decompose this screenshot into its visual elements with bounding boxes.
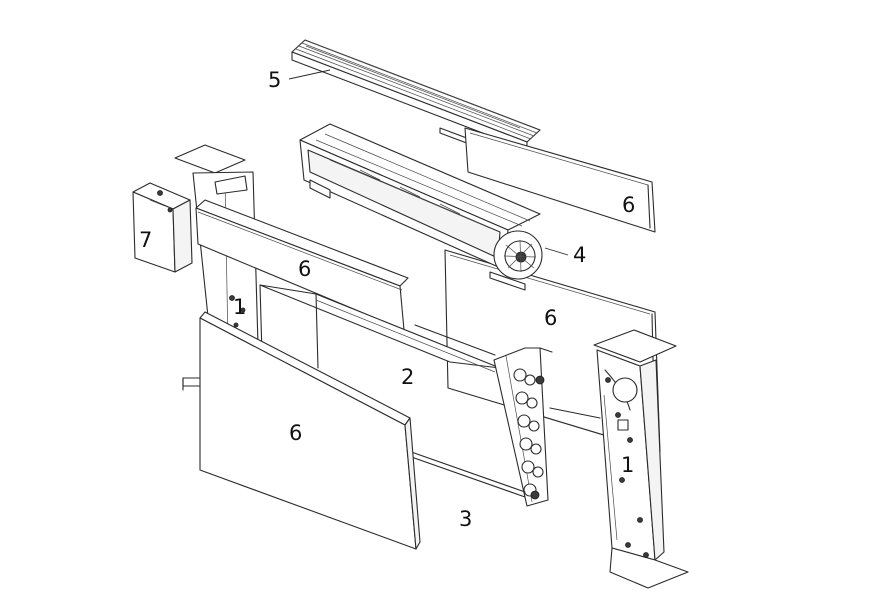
base-bracket-part [182,377,204,391]
front-panel-part [199,311,421,550]
label-6-top-right: 6 [622,193,635,217]
blower-housing-part [299,123,543,291]
label-3: 3 [459,507,472,531]
control-box-part [132,182,193,273]
part-labels: 5 6 4 7 6 1 6 2 6 1 3 [139,68,635,531]
leader-lines [288,69,569,256]
label-6-front-panel: 6 [289,421,302,445]
label-1-left: 1 [233,295,246,319]
coil-part [399,347,601,507]
rear-top-panel-part [464,127,656,233]
right-side-plate-part [593,329,689,589]
label-7: 7 [139,228,152,252]
label-2: 2 [401,365,414,389]
label-5: 5 [268,68,281,92]
label-6-right-mid: 6 [544,306,557,330]
coil-tube-bends [513,368,545,500]
label-1-right: 1 [621,453,634,477]
label-4: 4 [573,243,586,267]
label-6-upper-panel: 6 [298,257,311,281]
